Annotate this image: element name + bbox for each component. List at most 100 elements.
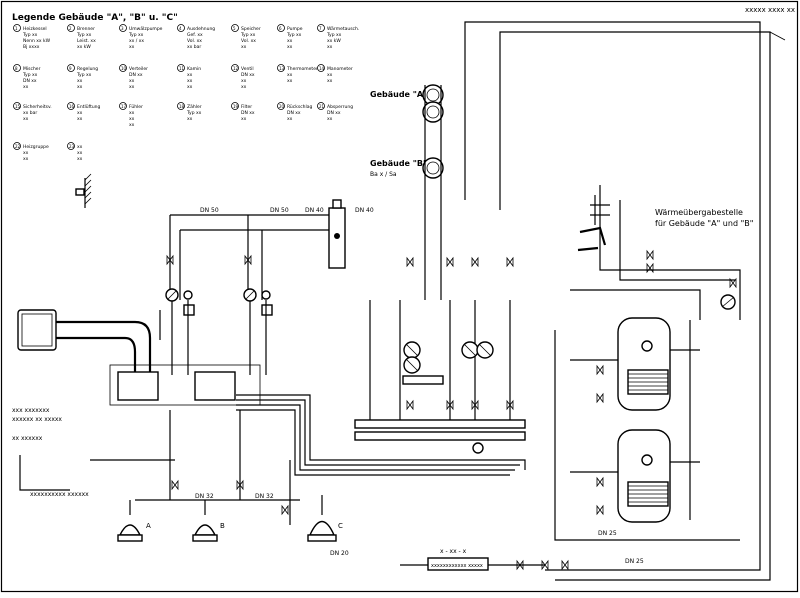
tag-a: A [146,522,151,530]
legend-number-circle [13,24,21,32]
tag-b: B [220,522,225,530]
legend-line: Fühler [129,104,143,110]
legend-number-circle [67,64,75,72]
legend-line: xx [187,117,193,122]
radiator-building-b [422,157,444,179]
storage-tank-lower [617,429,671,523]
valve-symbol [596,504,604,516]
legend-line: xx kW [77,44,91,50]
legend-line: xx [77,79,83,84]
legend-line: xx [77,117,83,122]
valve-symbol [244,254,252,266]
legend-line: Entlüftung [77,104,101,110]
legend-line: Leist. xx [77,38,96,44]
valve-symbol [541,559,549,571]
legend-line: xx [187,79,193,84]
legend-line: Filter [241,104,252,110]
pump-right [720,294,736,310]
legend-line: xx bar [187,44,201,50]
expansion-vessel-2 [192,500,218,542]
legend-number: 1 [15,26,18,31]
legend-line: Vol. xx [241,38,256,44]
tag-dn-2: DN 50 [270,207,289,214]
legend-number-circle [277,102,285,110]
mixer-block [402,375,444,385]
legend-line: Gef. xx [187,32,203,38]
valve-symbol [506,256,514,268]
valve-symbol [561,559,569,571]
legend-number-circle [67,142,75,150]
legend-line: xx [327,79,333,84]
legend-line: xx bar [23,110,37,116]
legend-line: Sicherheitsv. [23,104,52,110]
legend-number: 14 [319,66,325,71]
legend-number-circle [277,24,285,32]
legend-line: xx [129,45,135,50]
legend-line: xx [23,157,29,162]
legend-line: xx [187,85,193,90]
legend-line: xx [77,157,83,162]
legend-line: xx [129,117,135,122]
legend-number-circle [13,102,21,110]
legend-line: Bj xxxx [23,44,40,50]
legend-number: 7 [319,26,322,31]
legend-number: 16 [69,104,75,109]
legend-line: Vol. xx [187,38,202,44]
legend-line: xx [77,145,83,150]
legend-line: xx [23,151,29,156]
legend-line: xx [187,73,193,78]
legend-line: xx [287,117,293,122]
legend-number: 6 [279,26,282,31]
heat-exchanger-2 [461,341,494,359]
legend-number: 17 [121,104,127,109]
building-a-label: Gebäude "A" [370,90,427,99]
legend-line: Heizgruppe [23,144,49,150]
legend-line: Typ xx [128,32,144,38]
lower-left-piping [19,410,300,525]
legend-number-circle [231,24,239,32]
storage-tank-upper [617,317,671,411]
valve-symbol [281,504,289,516]
valve-symbol [406,399,414,411]
legend-line: xx [327,45,333,50]
legend-line: xx [129,111,135,116]
valve-symbol [166,254,174,266]
right-valve-top [590,195,610,225]
legend-number: 12 [233,66,239,71]
left-note-1: xxx xxxxxxx [12,407,50,414]
tag-dn-8: DN 25 [598,530,617,537]
legend-number: 13 [279,66,285,71]
tag-dn-1: DN 50 [200,207,219,214]
radiator-building-a [422,84,444,123]
legend-line: Typ xx [186,110,202,116]
legend-line: Zähler [187,104,202,110]
legend-number-circle [317,64,325,72]
legend-line: xx / xx [129,38,144,44]
tag-dn-7: DN 25 [625,558,644,565]
pump-group-2 [243,288,273,375]
valve-symbol [729,277,737,289]
legend-line: xx [287,73,293,78]
legend-number-circle [277,64,285,72]
expansion-vessel-3 [307,495,337,542]
title-block: xxxxx xxxx xx [745,6,795,14]
left-note-3: xx xxxxxx [12,435,43,442]
legend-line: Typ xx [326,32,342,38]
valve-symbol [596,392,604,404]
legend-line: xx [327,73,333,78]
